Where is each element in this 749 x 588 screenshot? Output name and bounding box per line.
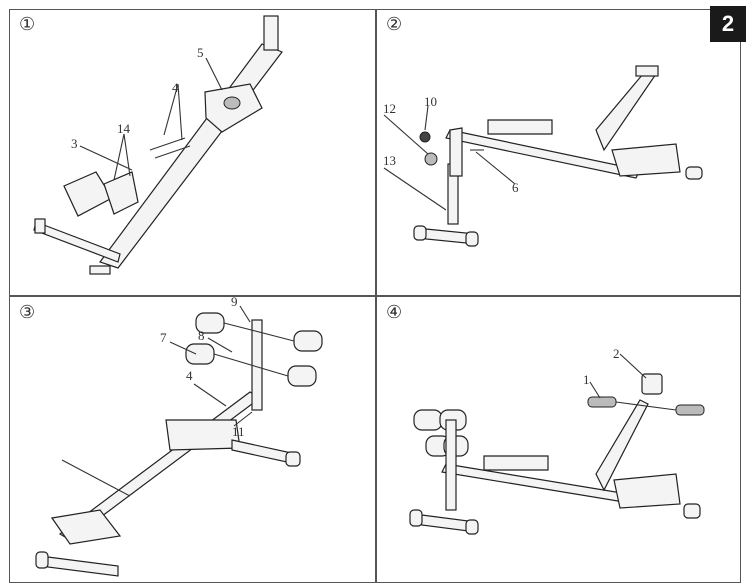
callout-4-1: 1 xyxy=(583,372,590,387)
step-4-panel xyxy=(376,296,741,583)
callout-3-8: 8 xyxy=(198,328,205,343)
page-number-badge: 2 xyxy=(710,6,746,42)
callout-1-5: 5 xyxy=(197,45,204,60)
callout-2-12: 12 xyxy=(383,101,396,116)
callout-4-2: 2 xyxy=(613,346,620,361)
step-3-panel xyxy=(9,296,376,583)
step-1-drawing: 5 4 14 3 xyxy=(33,15,283,275)
callout-1-3: 3 xyxy=(71,136,78,151)
step-number-4: ④ xyxy=(386,302,403,323)
callout-3-11: 11 xyxy=(232,424,245,439)
step-2-drawing: 10 12 13 6 xyxy=(383,65,703,247)
callout-3-4: 4 xyxy=(186,368,193,383)
callout-3-9: 9 xyxy=(231,294,238,309)
callout-2-6: 6 xyxy=(512,180,519,195)
step-4-drawing: 2 1 xyxy=(409,346,705,535)
step-2-panel xyxy=(376,9,741,296)
step-1-panel xyxy=(9,9,376,296)
callout-3-7: 7 xyxy=(160,330,167,345)
callout-1-14: 14 xyxy=(117,121,131,136)
step-3-drawing: 9 8 7 4 11 xyxy=(35,294,323,577)
callout-2-10: 10 xyxy=(424,94,437,109)
step-number-2: ② xyxy=(386,14,403,35)
callout-2-13: 13 xyxy=(383,153,396,168)
step-number-3: ③ xyxy=(19,302,36,323)
callout-1-4: 4 xyxy=(172,80,179,95)
step-number-1: ① xyxy=(19,14,36,35)
